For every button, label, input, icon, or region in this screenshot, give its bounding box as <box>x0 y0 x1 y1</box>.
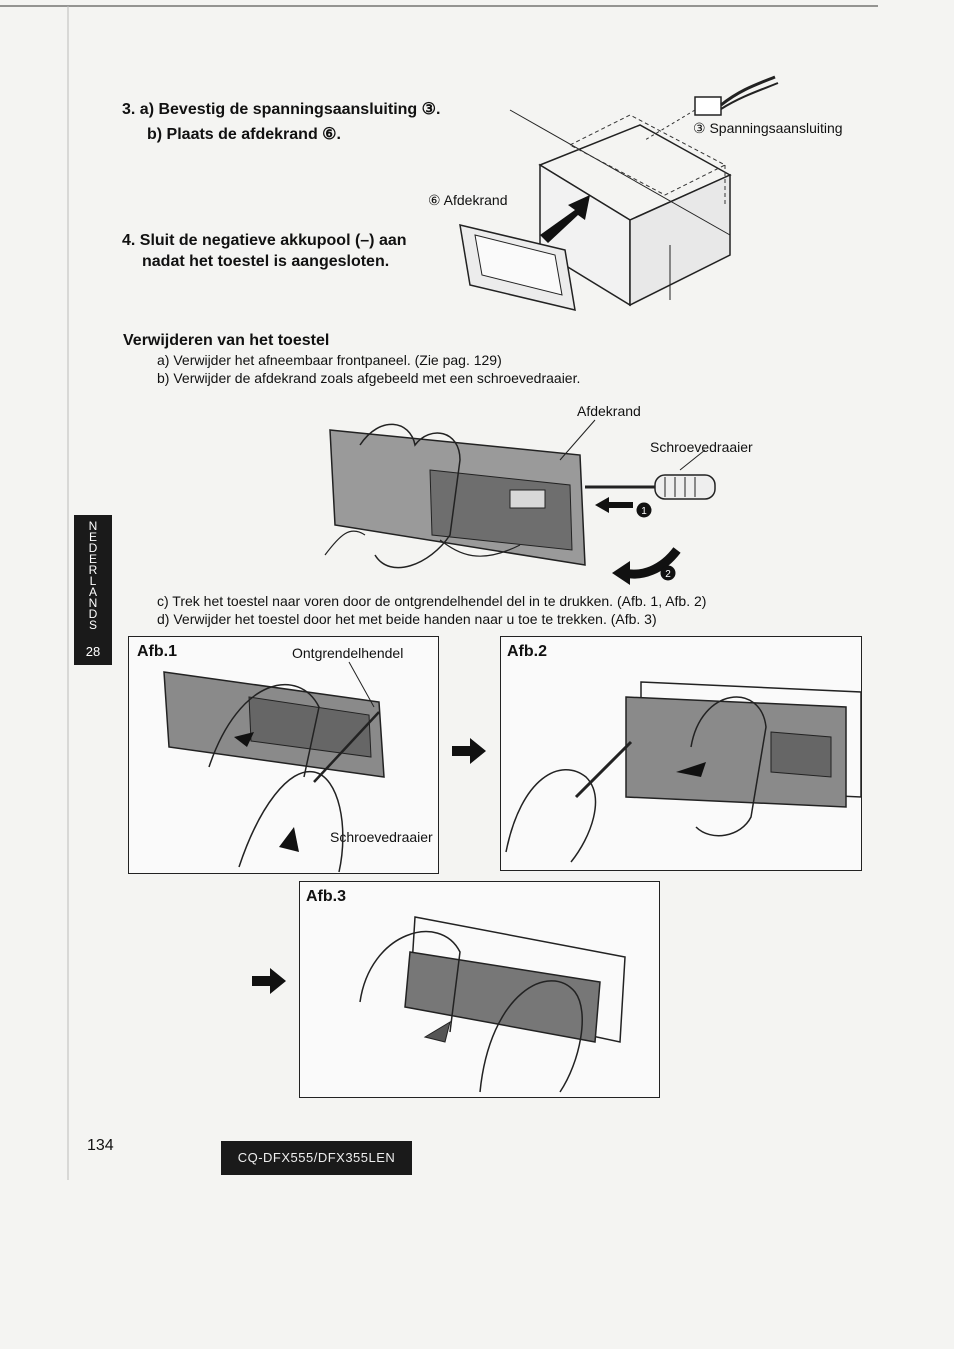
model-bar: CQ-DFX555/DFX355LEN <box>221 1141 412 1175</box>
arrow-right-icon <box>252 968 286 994</box>
label-spanningsaansluiting: ③ Spanningsaansluiting <box>693 120 843 136</box>
removal-item-d: d) Verwijder het toestel door het met be… <box>157 611 657 627</box>
removal-item-c: c) Trek het toestel naar voren door de o… <box>157 593 707 609</box>
removal-heading: Verwijderen van het toestel <box>123 332 330 349</box>
figure-afb2: Afb.2 <box>500 636 862 871</box>
afb2-illustration <box>505 681 862 863</box>
installation-illustration <box>459 75 779 311</box>
removal-item-b: b) Verwijder de afdekrand zoals afgebeel… <box>157 370 581 386</box>
top-rule <box>0 5 878 1180</box>
figure-afb3: Afb.3 <box>299 881 660 1098</box>
afb1-label-ontgrendelhendel: Ontgrendelhendel <box>292 645 404 661</box>
svg-text:1: 1 <box>641 506 647 517</box>
trim-removal-illustration <box>324 419 716 569</box>
afb2-title: Afb.2 <box>507 643 547 660</box>
afb1-illustration <box>163 661 385 873</box>
afb3-illustration <box>359 916 626 1093</box>
side-tab-letters: NEDERLANDS <box>74 519 112 632</box>
step-4-line2: nadat het toestel is aangesloten. <box>142 253 390 270</box>
arrow-left-icon <box>595 497 633 513</box>
step-4-line1: 4. Sluit de negatieve akkupool (–) aan <box>122 232 407 249</box>
circled-2-icon: 2 <box>660 565 676 581</box>
label-afdekrand-top: ⑥ Afdekrand <box>428 192 508 208</box>
step-3b: b) Plaats de afdekrand ⑥. <box>147 126 341 143</box>
label-afdekrand: Afdekrand <box>577 403 641 419</box>
circled-1-icon: 1 <box>636 502 652 518</box>
language-side-tab: NEDERLANDS 28 <box>74 515 112 665</box>
page-number: 134 <box>87 1137 114 1154</box>
step-3a: 3. a) Bevestig de spanningsaansluiting ③… <box>122 101 441 118</box>
afb3-title: Afb.3 <box>306 888 346 905</box>
svg-text:2: 2 <box>665 569 671 580</box>
curved-arrow-icon <box>612 547 681 585</box>
figure-afb1: Afb.1 Ontgrendelhendel Schroevedraaier <box>128 636 439 874</box>
removal-item-a: a) Verwijder het afneembaar frontpaneel.… <box>157 352 502 368</box>
arrow-right-icon <box>452 738 486 764</box>
side-tab-number: 28 <box>85 644 101 659</box>
afb1-title: Afb.1 <box>137 643 177 660</box>
side-tab-language: NEDERLANDS <box>88 519 98 632</box>
afb1-label-schroevedraaier: Schroevedraaier <box>330 829 433 845</box>
model-number: CQ-DFX555/DFX355LEN <box>237 1150 396 1165</box>
label-schroevedraaier: Schroevedraaier <box>650 439 753 455</box>
